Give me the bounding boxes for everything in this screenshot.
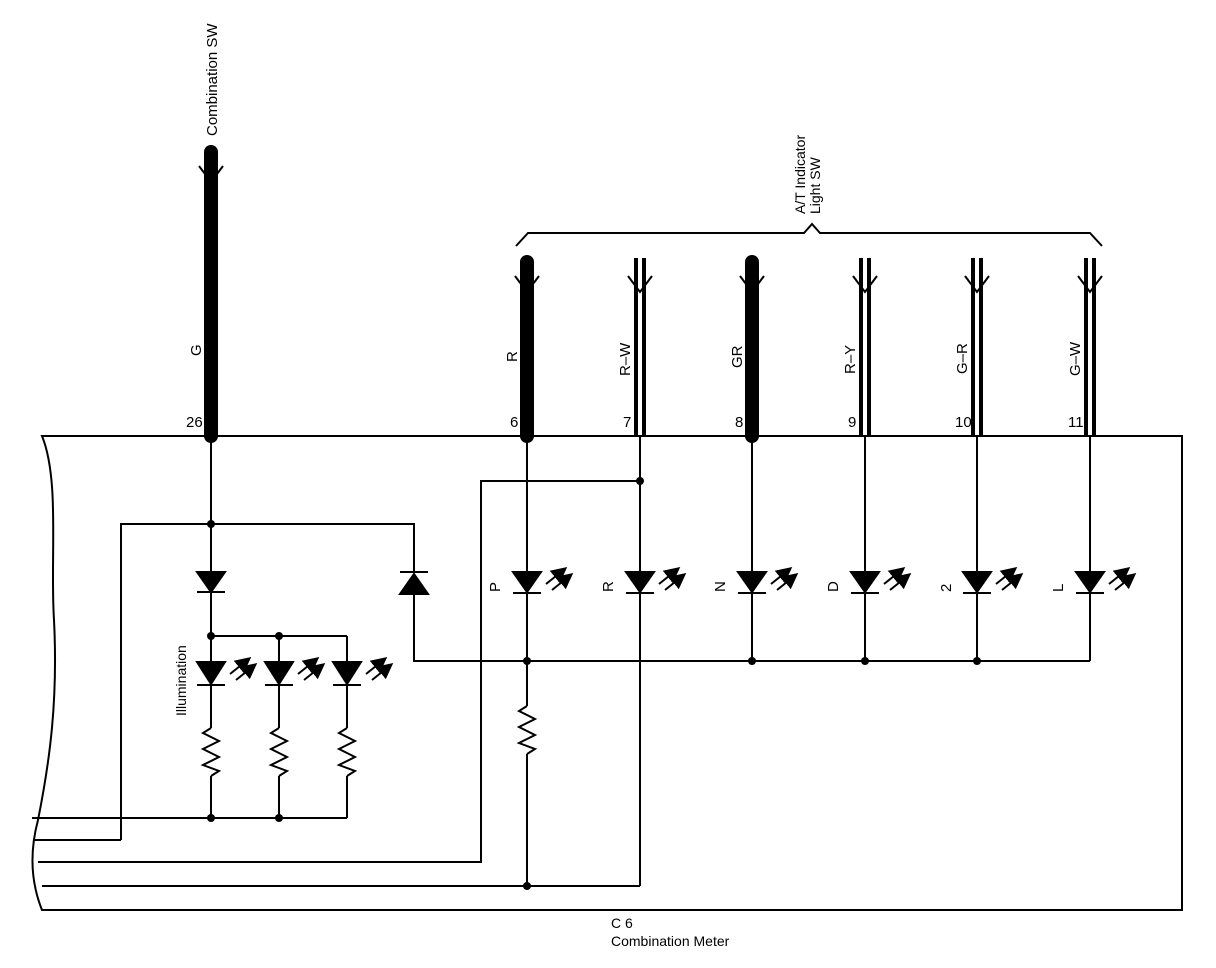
position-label: N	[712, 581, 729, 592]
wire-color-label: R–W	[617, 342, 634, 376]
pin-label: 7	[623, 414, 631, 431]
resistor	[268, 727, 290, 777]
indicator-led-r	[624, 567, 687, 594]
pin-26-label: 26	[186, 414, 203, 431]
indicator-led-l	[1074, 567, 1137, 594]
position-label: L	[1050, 584, 1067, 592]
wire-pin-8	[739, 255, 765, 443]
wire-color-g: G	[188, 344, 205, 356]
meter-code: C 6	[611, 915, 633, 931]
wire-color-label: R	[504, 351, 521, 362]
combination-sw-wire	[198, 145, 224, 443]
indicator-led-p	[511, 567, 574, 594]
wire-pin-10	[964, 258, 990, 436]
resistor	[336, 727, 358, 777]
wire-color-label: G–W	[1067, 341, 1084, 376]
wire-color-label: GR	[729, 345, 746, 368]
pin-label: 9	[848, 414, 856, 431]
wire-pin-9	[852, 258, 878, 436]
illumination-led	[331, 657, 394, 686]
meter-name: Combination Meter	[611, 933, 730, 949]
switch-bracket	[515, 222, 1103, 247]
indicator-led-2	[961, 567, 1024, 594]
wire-pin-6	[514, 255, 540, 443]
position-label: D	[825, 581, 842, 592]
wire-pin-11	[1077, 258, 1103, 436]
illumination-led	[263, 657, 326, 686]
diode	[195, 571, 227, 594]
junction-dots	[207, 477, 981, 890]
indicator-led-d	[849, 567, 912, 594]
pin-label: 11	[1068, 414, 1084, 431]
resistor	[516, 705, 538, 755]
pin-label: 10	[955, 414, 972, 431]
wire-color-label: R–Y	[842, 345, 859, 374]
position-label: 2	[938, 584, 955, 592]
resistor	[200, 727, 222, 777]
wire-pin-7	[627, 258, 653, 436]
switch-label-line1: A/T Indicator	[792, 135, 808, 214]
illumination-led	[195, 657, 258, 686]
diode	[398, 571, 430, 595]
meter-internal-wiring	[32, 436, 1091, 887]
position-label: R	[600, 581, 617, 592]
combination-sw-label: Combination SW	[204, 23, 221, 136]
switch-label-line2: Light SW	[807, 156, 823, 214]
wire-color-label: G–R	[954, 343, 971, 374]
position-label: P	[487, 582, 504, 592]
pin-label: 8	[735, 414, 743, 431]
pin-label: 6	[510, 414, 518, 431]
meter-enclosure	[31, 435, 1183, 911]
indicator-led-n	[736, 567, 799, 594]
illumination-label: Illumination	[173, 645, 189, 716]
